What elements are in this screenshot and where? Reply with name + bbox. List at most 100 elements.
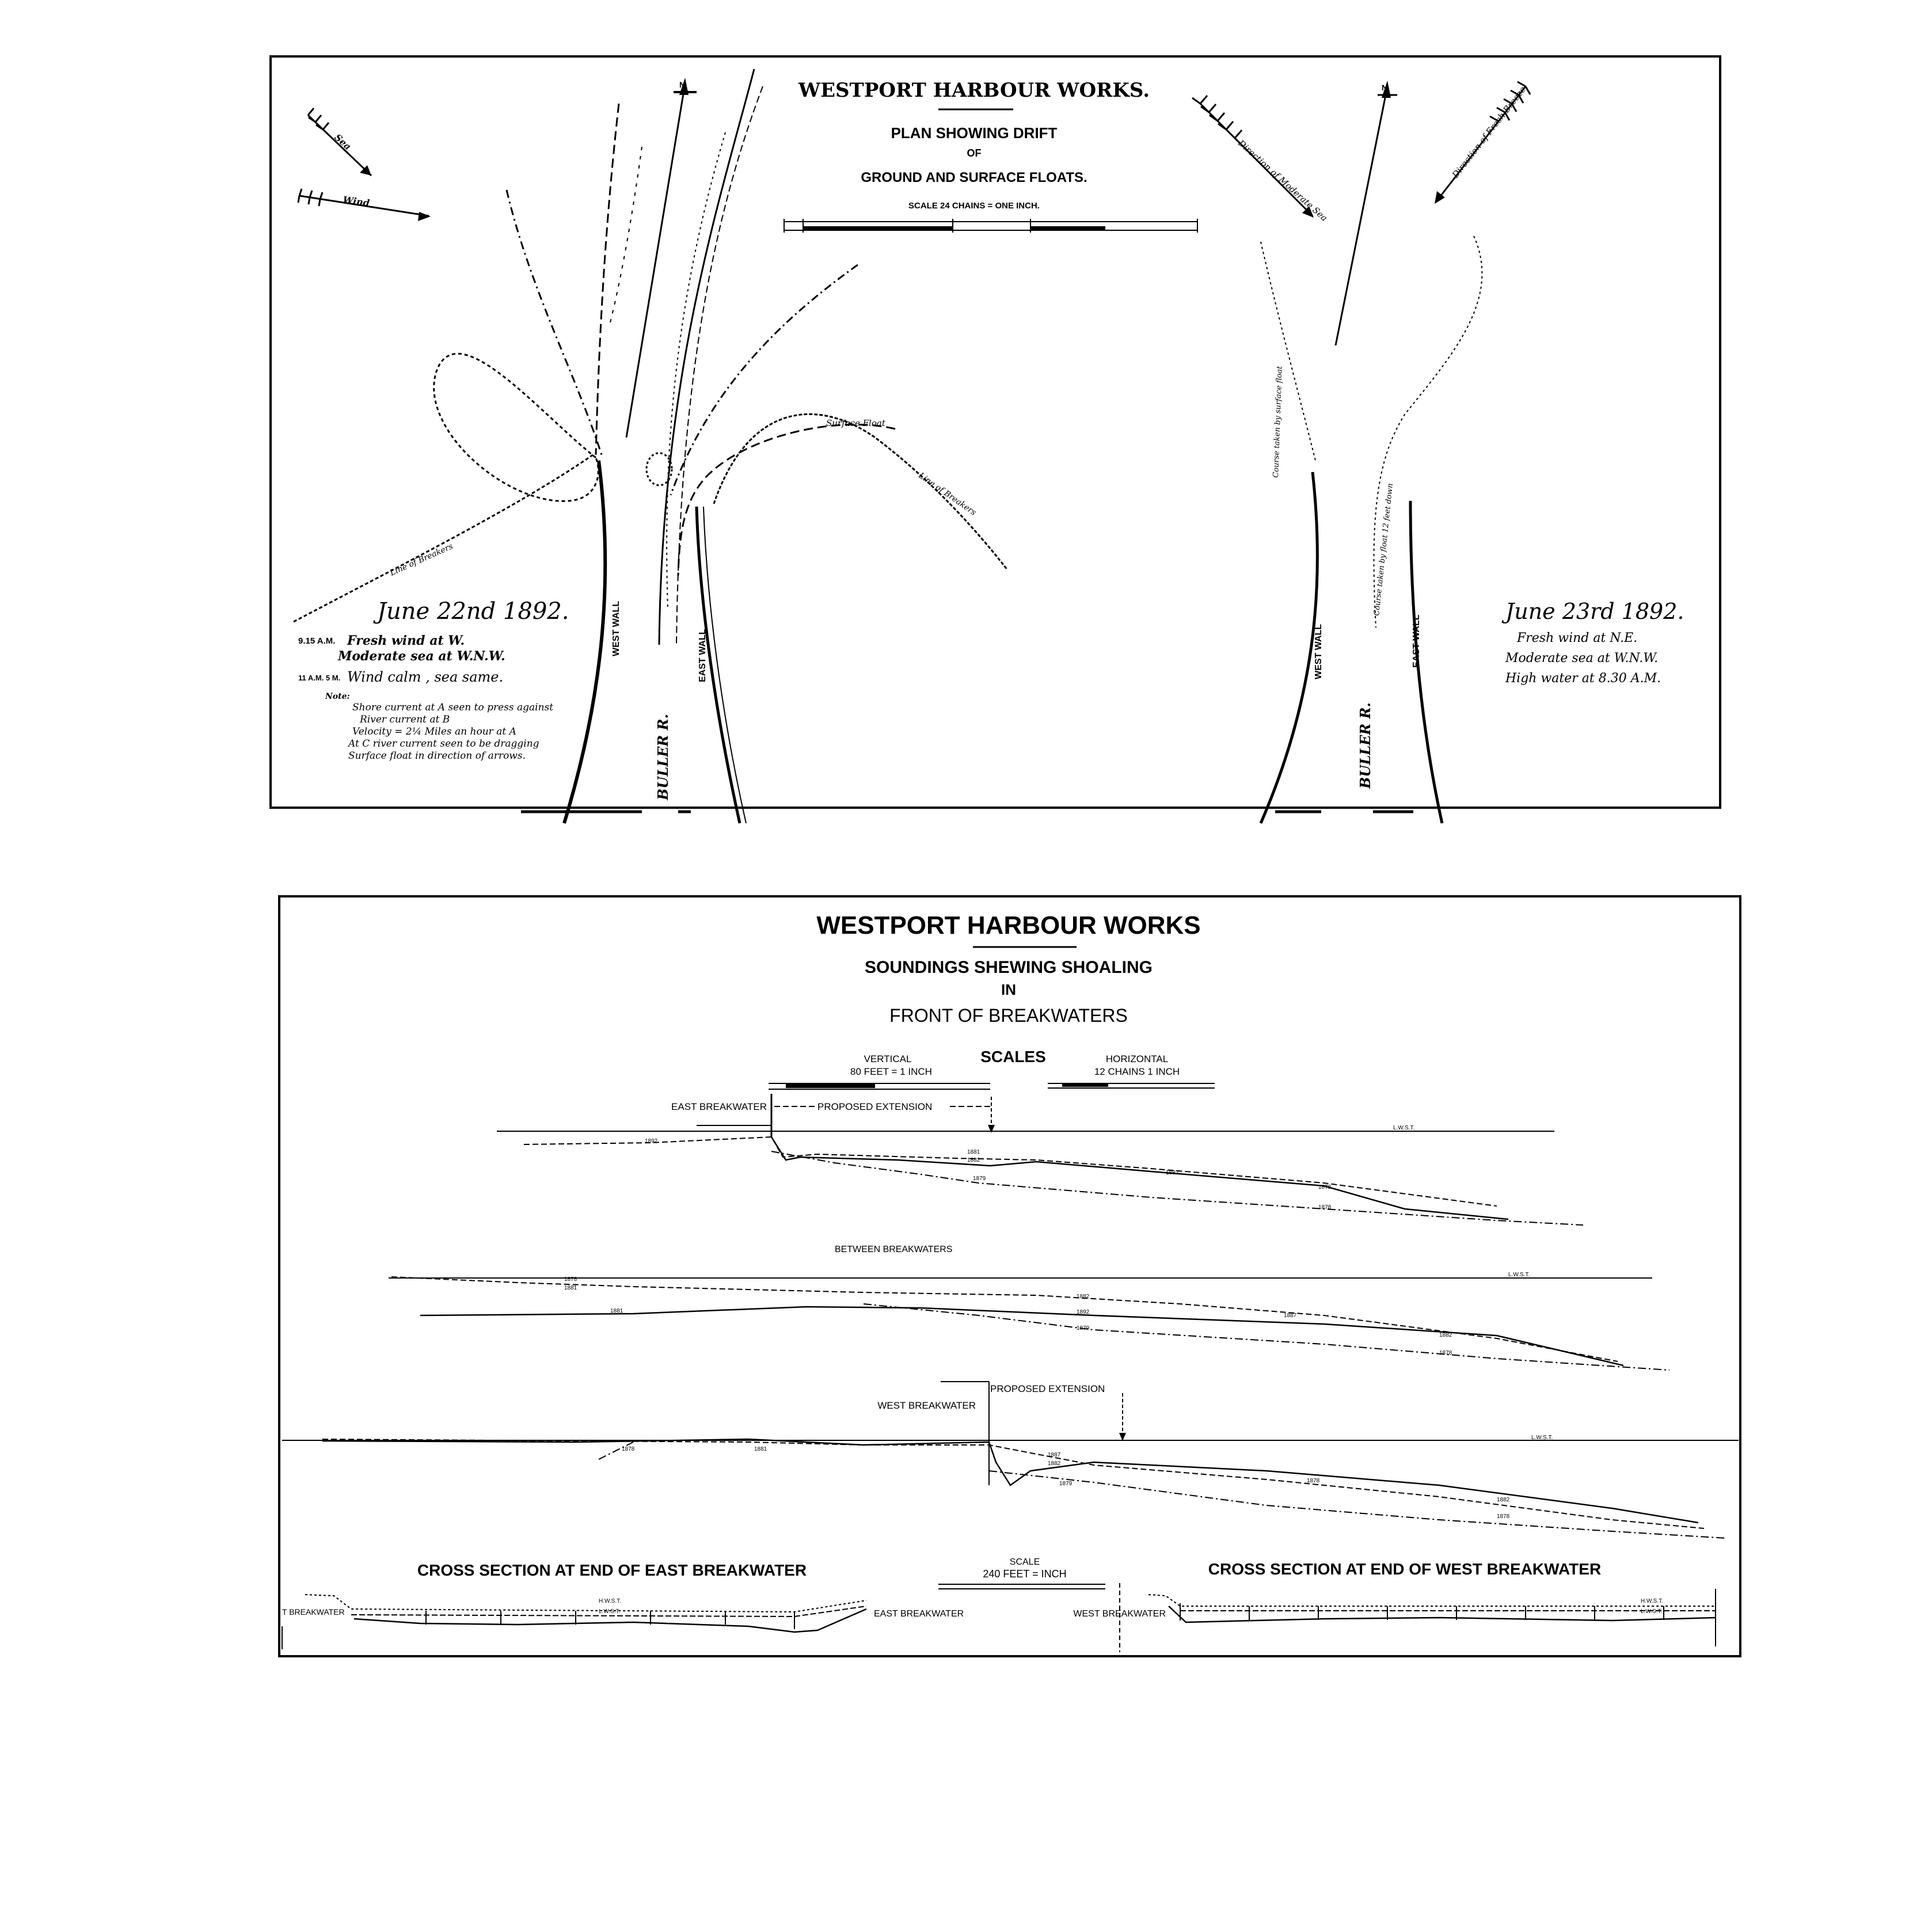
sea-arrow: Sea <box>307 108 372 177</box>
fresh-breeze-arrow: Direction of Fresh Breeze <box>1435 81 1531 204</box>
section1-year-d: 1879 <box>973 1176 986 1182</box>
top-subtitle-1: PLAN SHOWING DRIFT <box>891 124 1058 142</box>
right-ground-course <box>1373 235 1483 628</box>
right-note-line-2: Moderate sea at W.N.W. <box>1505 651 1658 665</box>
horizontal-scale-value: 12 CHAINS 1 INCH <box>1094 1066 1180 1077</box>
float-path-b <box>595 103 620 455</box>
top-subtitle-2: OF <box>967 147 982 159</box>
top-plan-panel: WESTPORT HARBOUR WORKS. PLAN SHOWING DRI… <box>269 55 1721 824</box>
left-note-line-2: Moderate sea at W.N.W. <box>337 649 505 664</box>
cross-sections: CROSS SECTION AT END OF EAST BREAKWATER … <box>282 1557 1716 1652</box>
section3-profile-1879 <box>598 1441 1728 1539</box>
surface-float-path <box>677 424 896 576</box>
right-east-wall: EAST WALL <box>1409 500 1444 824</box>
right-note-block: June 23rd 1892. Fresh wind at N.E. Moder… <box>1501 599 1684 686</box>
wind-arrow-label: Wind <box>342 194 370 208</box>
top-panel-border <box>269 55 1721 809</box>
left-note-note-4: At C river current seen to be dragging <box>347 738 539 750</box>
right-note-line-3: High water at 8.30 A.M. <box>1505 671 1661 686</box>
top-scale-bar <box>784 219 1198 233</box>
section3-year-b: 1881 <box>754 1446 767 1452</box>
cross-section-west-title: CROSS SECTION AT END OF WEST BREAKWATER <box>1208 1560 1601 1578</box>
section-west-breakwater: WEST BREAKWATER PROPOSED EXTENSION L.W.S… <box>282 1381 1739 1539</box>
left-note-note-1: Shore current at A seen to press against <box>352 702 553 713</box>
cs-scale-value: 240 FEET = INCH <box>983 1568 1066 1580</box>
float-path-f <box>670 264 858 496</box>
section-between-breakwaters: BETWEEN BREAKWATERS L.W.S.T. 1878 1881 1… <box>389 1245 1670 1371</box>
section2-year-b: 1881 <box>564 1285 577 1291</box>
right-surface-course-label: Course taken by surface float <box>1272 366 1284 478</box>
right-note-line-1: Fresh wind at N.E. <box>1516 631 1637 645</box>
left-note-note-label: Note: <box>325 692 350 701</box>
left-float-paths: Surface Float Line of Breakers Line of B… <box>293 69 1009 645</box>
section1-year-e: 1878 <box>1318 1184 1332 1190</box>
section2-year-f: 1879 <box>1077 1325 1090 1332</box>
cs-left-hwst-label: H.W.S.T. <box>599 1598 621 1604</box>
left-river-label: BULLER R. <box>655 714 671 801</box>
right-surface-course <box>1260 241 1316 461</box>
east-breakwater-label: EAST BREAKWATER <box>671 1101 767 1112</box>
left-note-time-1: 9.15 A.M. <box>298 636 335 646</box>
section3-year-c: 1887 <box>1048 1452 1061 1458</box>
cs-right-hwst-label: H.W.S.T. <box>1641 1598 1663 1604</box>
vertical-scale-value: 80 FEET = 1 INCH <box>850 1066 932 1077</box>
vertical-scale-label: VERTICAL <box>864 1053 912 1064</box>
fresh-breeze-label: Direction of Fresh Breeze <box>1450 85 1528 181</box>
bottom-title: WESTPORT HARBOUR WORKS <box>816 911 1200 940</box>
fresh-breeze-fletching <box>1489 81 1531 122</box>
section2-lwst-label: L.W.S.T. <box>1508 1272 1530 1278</box>
horizontal-scale-bar <box>1048 1083 1215 1089</box>
left-note-line-3: Wind calm , sea same. <box>347 669 503 685</box>
float-path-e <box>666 132 726 611</box>
section2-year-h: 1882 <box>1439 1332 1452 1338</box>
section3-profile-1881 <box>322 1438 1699 1524</box>
section2-year-g: 1887 <box>1284 1313 1297 1319</box>
cs-right-lwst-label: L.W.S.T. <box>1641 1608 1662 1615</box>
section1-profile-1881 <box>770 1136 1509 1220</box>
top-subtitle-3: GROUND AND SURFACE FLOATS. <box>861 170 1087 185</box>
section2-profile-1879 <box>863 1303 1670 1371</box>
left-note-block: June 22nd 1892. 9.15 A.M. Fresh wind at … <box>298 598 569 762</box>
bottom-subtitle-3: FRONT OF BREAKWATERS <box>889 1005 1128 1026</box>
section3-year-d: 1882 <box>1048 1460 1061 1467</box>
horizontal-scale-label: HORIZONTAL <box>1106 1053 1168 1064</box>
section3-year-g: 1882 <box>1497 1497 1510 1503</box>
section2-profile-1881 <box>420 1306 1624 1367</box>
left-note-date: June 22nd 1892. <box>373 598 569 625</box>
float-path-c <box>658 69 755 645</box>
left-note-note-2: River current at B <box>359 714 450 725</box>
north-right-letter: N <box>1382 83 1387 92</box>
float-path-g <box>610 146 642 323</box>
cs-left-hwst <box>305 1594 867 1613</box>
section3-year-a: 1878 <box>622 1446 635 1452</box>
sea-arrow-fletching <box>307 108 330 131</box>
north-arrow-left: N <box>625 78 697 438</box>
left-west-wall: WEST WALL <box>562 460 621 824</box>
right-west-wall-label: WEST WALL <box>1314 624 1324 679</box>
section2-year-a: 1878 <box>564 1276 577 1283</box>
moderate-sea-arrow: Direction of Moderate Sea <box>1192 95 1329 223</box>
section2-year-d: 1882 <box>1077 1294 1090 1300</box>
breakers-left-label: Line of Breakers <box>388 542 454 578</box>
top-title: WESTPORT HARBOUR WORKS. <box>798 79 1150 102</box>
bottom-panel-border <box>278 895 1741 1657</box>
left-note-time-2: 11 A.M. 5 M. <box>298 674 340 682</box>
bottom-subtitle-1: SOUNDINGS SHEWING SHOALING <box>865 958 1153 977</box>
right-float-paths: Course taken by surface float Course tak… <box>1260 235 1483 628</box>
section1-profile-1879 <box>771 1151 1584 1226</box>
north-arrow-right: N <box>1334 81 1397 346</box>
cross-section-east-title: CROSS SECTION AT END OF EAST BREAKWATER <box>417 1561 807 1579</box>
wind-arrow: Wind <box>297 188 431 221</box>
between-breakwaters-label: BETWEEN BREAKWATERS <box>835 1245 952 1254</box>
moderate-sea-fletching <box>1192 95 1243 139</box>
section3-year-e: 1879 <box>1059 1481 1073 1487</box>
cs-west-breakwater-label: WEST BREAKWATER <box>1073 1609 1166 1619</box>
right-ground-course-label: Course taken by float 12 feet down <box>1372 483 1395 617</box>
section1-year-c: 1882 <box>1166 1170 1179 1176</box>
section2-year-i: 1878 <box>1439 1350 1452 1356</box>
scales-label: SCALES <box>980 1048 1046 1066</box>
left-note-line-1: Fresh wind at W. <box>347 633 465 648</box>
right-west-wall: WEST WALL <box>1259 471 1324 824</box>
section2-profile-1882 <box>391 1276 1618 1362</box>
vertical-scale-bar <box>769 1083 990 1090</box>
